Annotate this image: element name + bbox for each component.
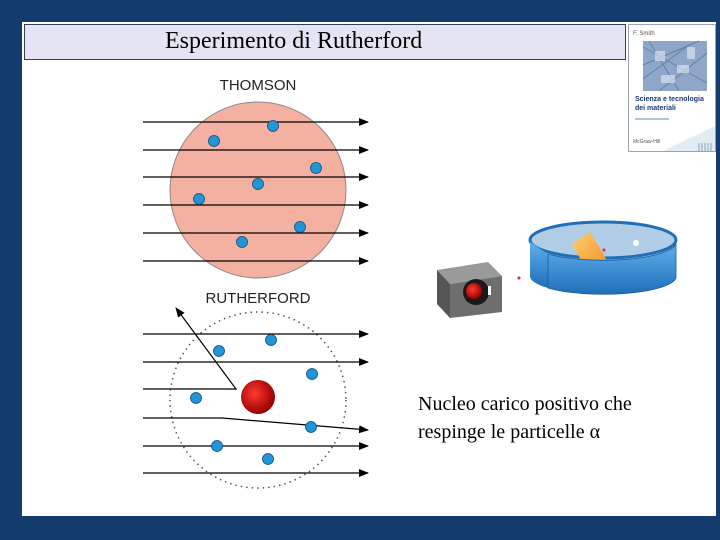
electron <box>193 193 205 205</box>
slide-title: Esperimento di Rutherford <box>165 28 423 54</box>
electron <box>252 178 264 190</box>
electron <box>208 135 220 147</box>
rutherford-atom-boundary <box>169 311 347 489</box>
electron <box>267 120 279 132</box>
rutherford-backscattered-ray <box>143 307 238 390</box>
thomson-electrons <box>193 120 322 248</box>
rutherford-alpha-rays <box>143 307 369 477</box>
electron <box>190 392 202 404</box>
scintillation-flash <box>633 240 639 246</box>
rutherford-deflected-ray <box>143 417 369 434</box>
book-title-line2: dei materiali <box>635 105 676 112</box>
electron <box>262 453 274 465</box>
electron <box>306 368 318 380</box>
book-author: F. Smith <box>633 31 655 37</box>
caption: Nucleo carico positivo che respinge le p… <box>418 390 632 446</box>
thomson-label: THOMSON <box>220 77 297 94</box>
caption-line-2: respinge le particelle α <box>418 421 601 443</box>
electron <box>294 221 306 233</box>
rutherford-label: RUTHERFORD <box>206 290 311 307</box>
book-cover-art: F. Smith Scienza e tecnologia dei materi… <box>629 25 715 151</box>
electron <box>265 334 277 346</box>
book-cover-image: F. Smith Scienza e tecnologia dei materi… <box>628 24 716 152</box>
electron <box>305 421 317 433</box>
book-publisher: McGraw-Hill <box>633 139 660 145</box>
electron <box>211 440 223 452</box>
title-bar: Esperimento di Rutherford <box>24 24 626 60</box>
electron <box>213 345 225 357</box>
thomson-alpha-rays <box>143 118 369 265</box>
electron <box>236 236 248 248</box>
book-title-line1: Scienza e tecnologia <box>635 96 704 103</box>
alpha-source-box <box>437 262 502 318</box>
detector-screen <box>528 220 678 295</box>
rutherford-nucleus <box>241 380 275 414</box>
rutherford-electrons <box>190 334 318 465</box>
electron <box>310 162 322 174</box>
radioactive-source <box>466 283 482 299</box>
thomson-sphere <box>169 101 347 279</box>
caption-line-1: Nucleo carico positivo che <box>418 393 632 415</box>
